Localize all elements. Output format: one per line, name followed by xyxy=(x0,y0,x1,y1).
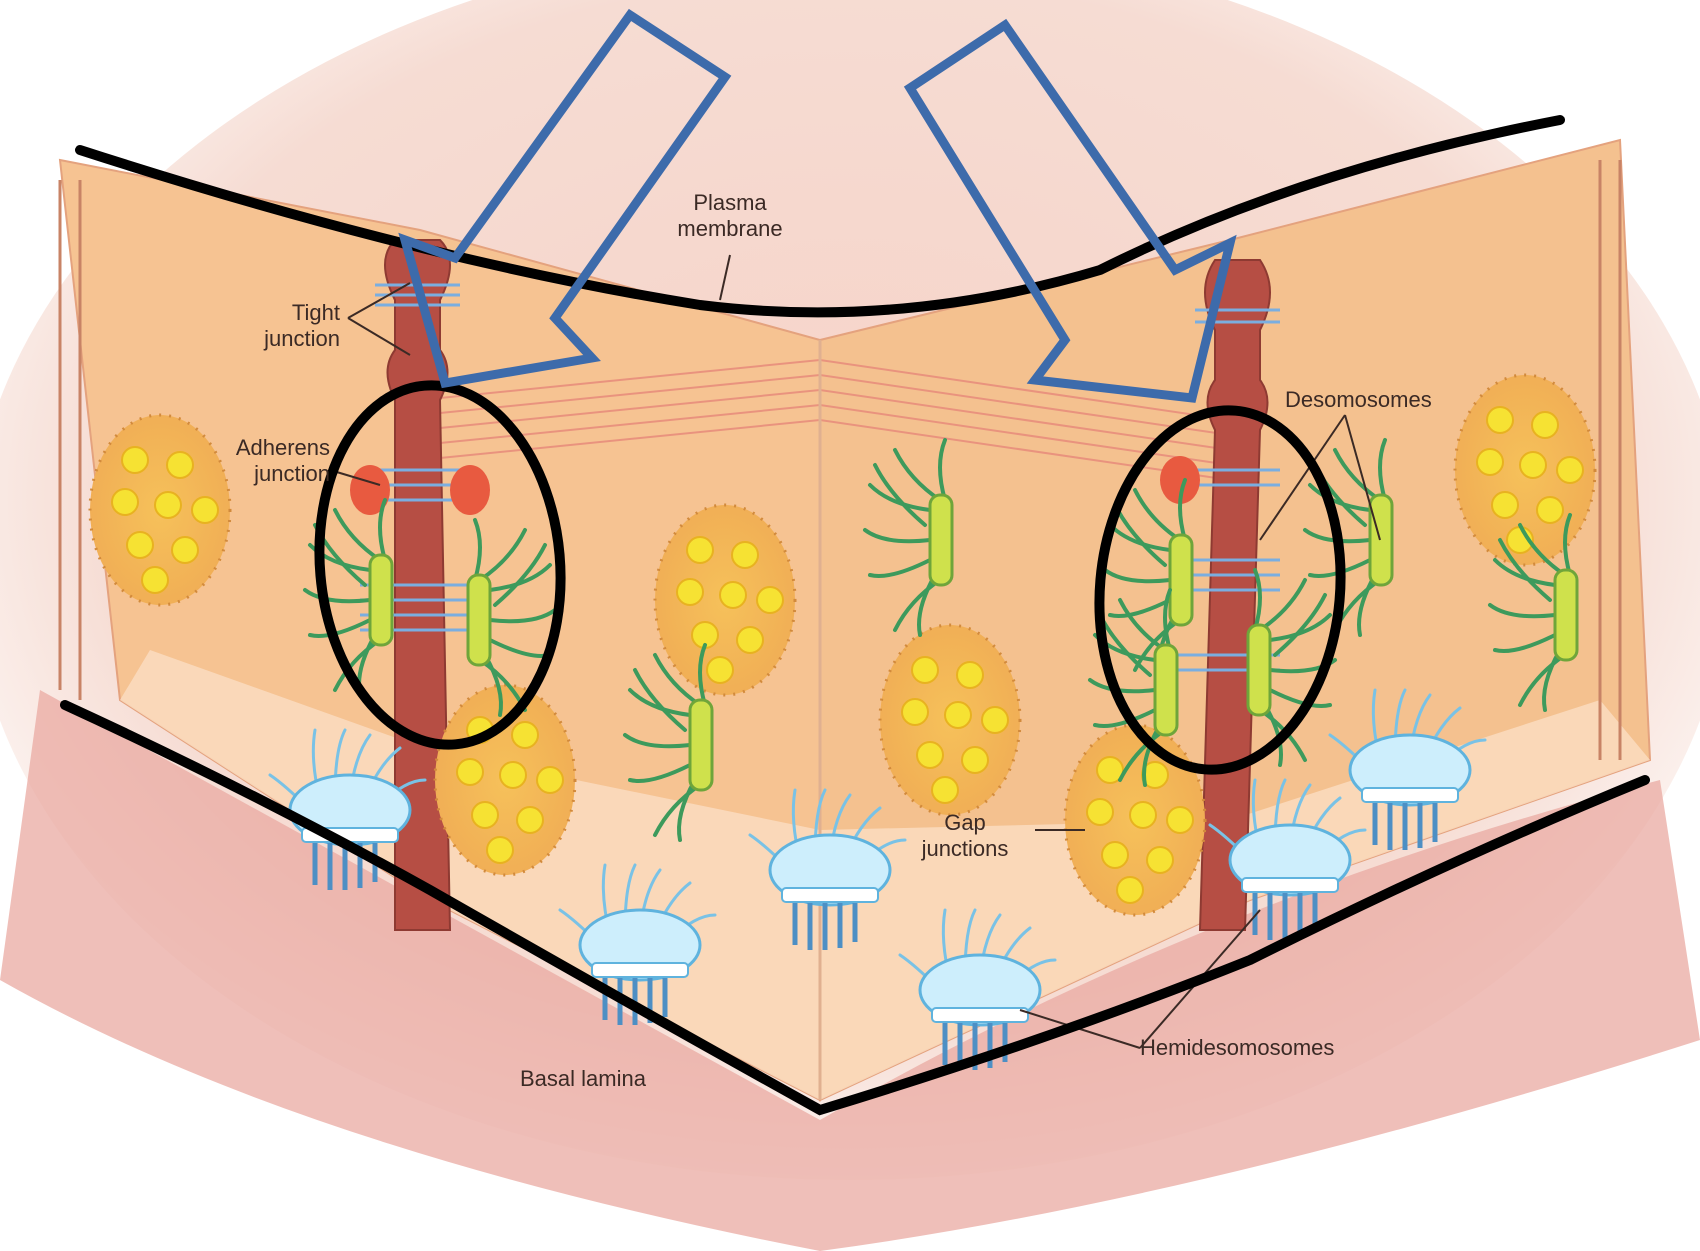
gap-junctions-label-line1: Gap xyxy=(905,810,1025,836)
gap-junctions-label-line2: junctions xyxy=(905,836,1025,862)
gap-junction-cluster xyxy=(435,685,575,875)
plasma-membrane-label-line2: membrane xyxy=(660,216,800,242)
adherens-junction-label: Adherens junction xyxy=(200,435,330,487)
adherens-junction-label-line2: junction xyxy=(200,461,330,487)
gap-junction-cluster xyxy=(880,625,1020,815)
plasma-membrane-label-line1: Plasma xyxy=(660,190,800,216)
desmosomes-label: Desomosomes xyxy=(1285,387,1432,413)
gap-junctions-label: Gap junctions xyxy=(905,810,1025,862)
basal-lamina-label: Basal lamina xyxy=(520,1066,646,1092)
plasma-membrane-label: Plasma membrane xyxy=(660,190,800,242)
gap-junction-cluster xyxy=(655,505,795,695)
hemidesmosomes-label: Hemidesomosomes xyxy=(1140,1035,1334,1061)
tight-junction-label: Tight junction xyxy=(220,300,340,352)
adherens-junction-label-line1: Adherens xyxy=(200,435,330,461)
gap-junction-cluster xyxy=(1065,725,1205,915)
tight-junction-label-line1: Tight xyxy=(220,300,340,326)
tight-junction-label-line2: junction xyxy=(220,326,340,352)
